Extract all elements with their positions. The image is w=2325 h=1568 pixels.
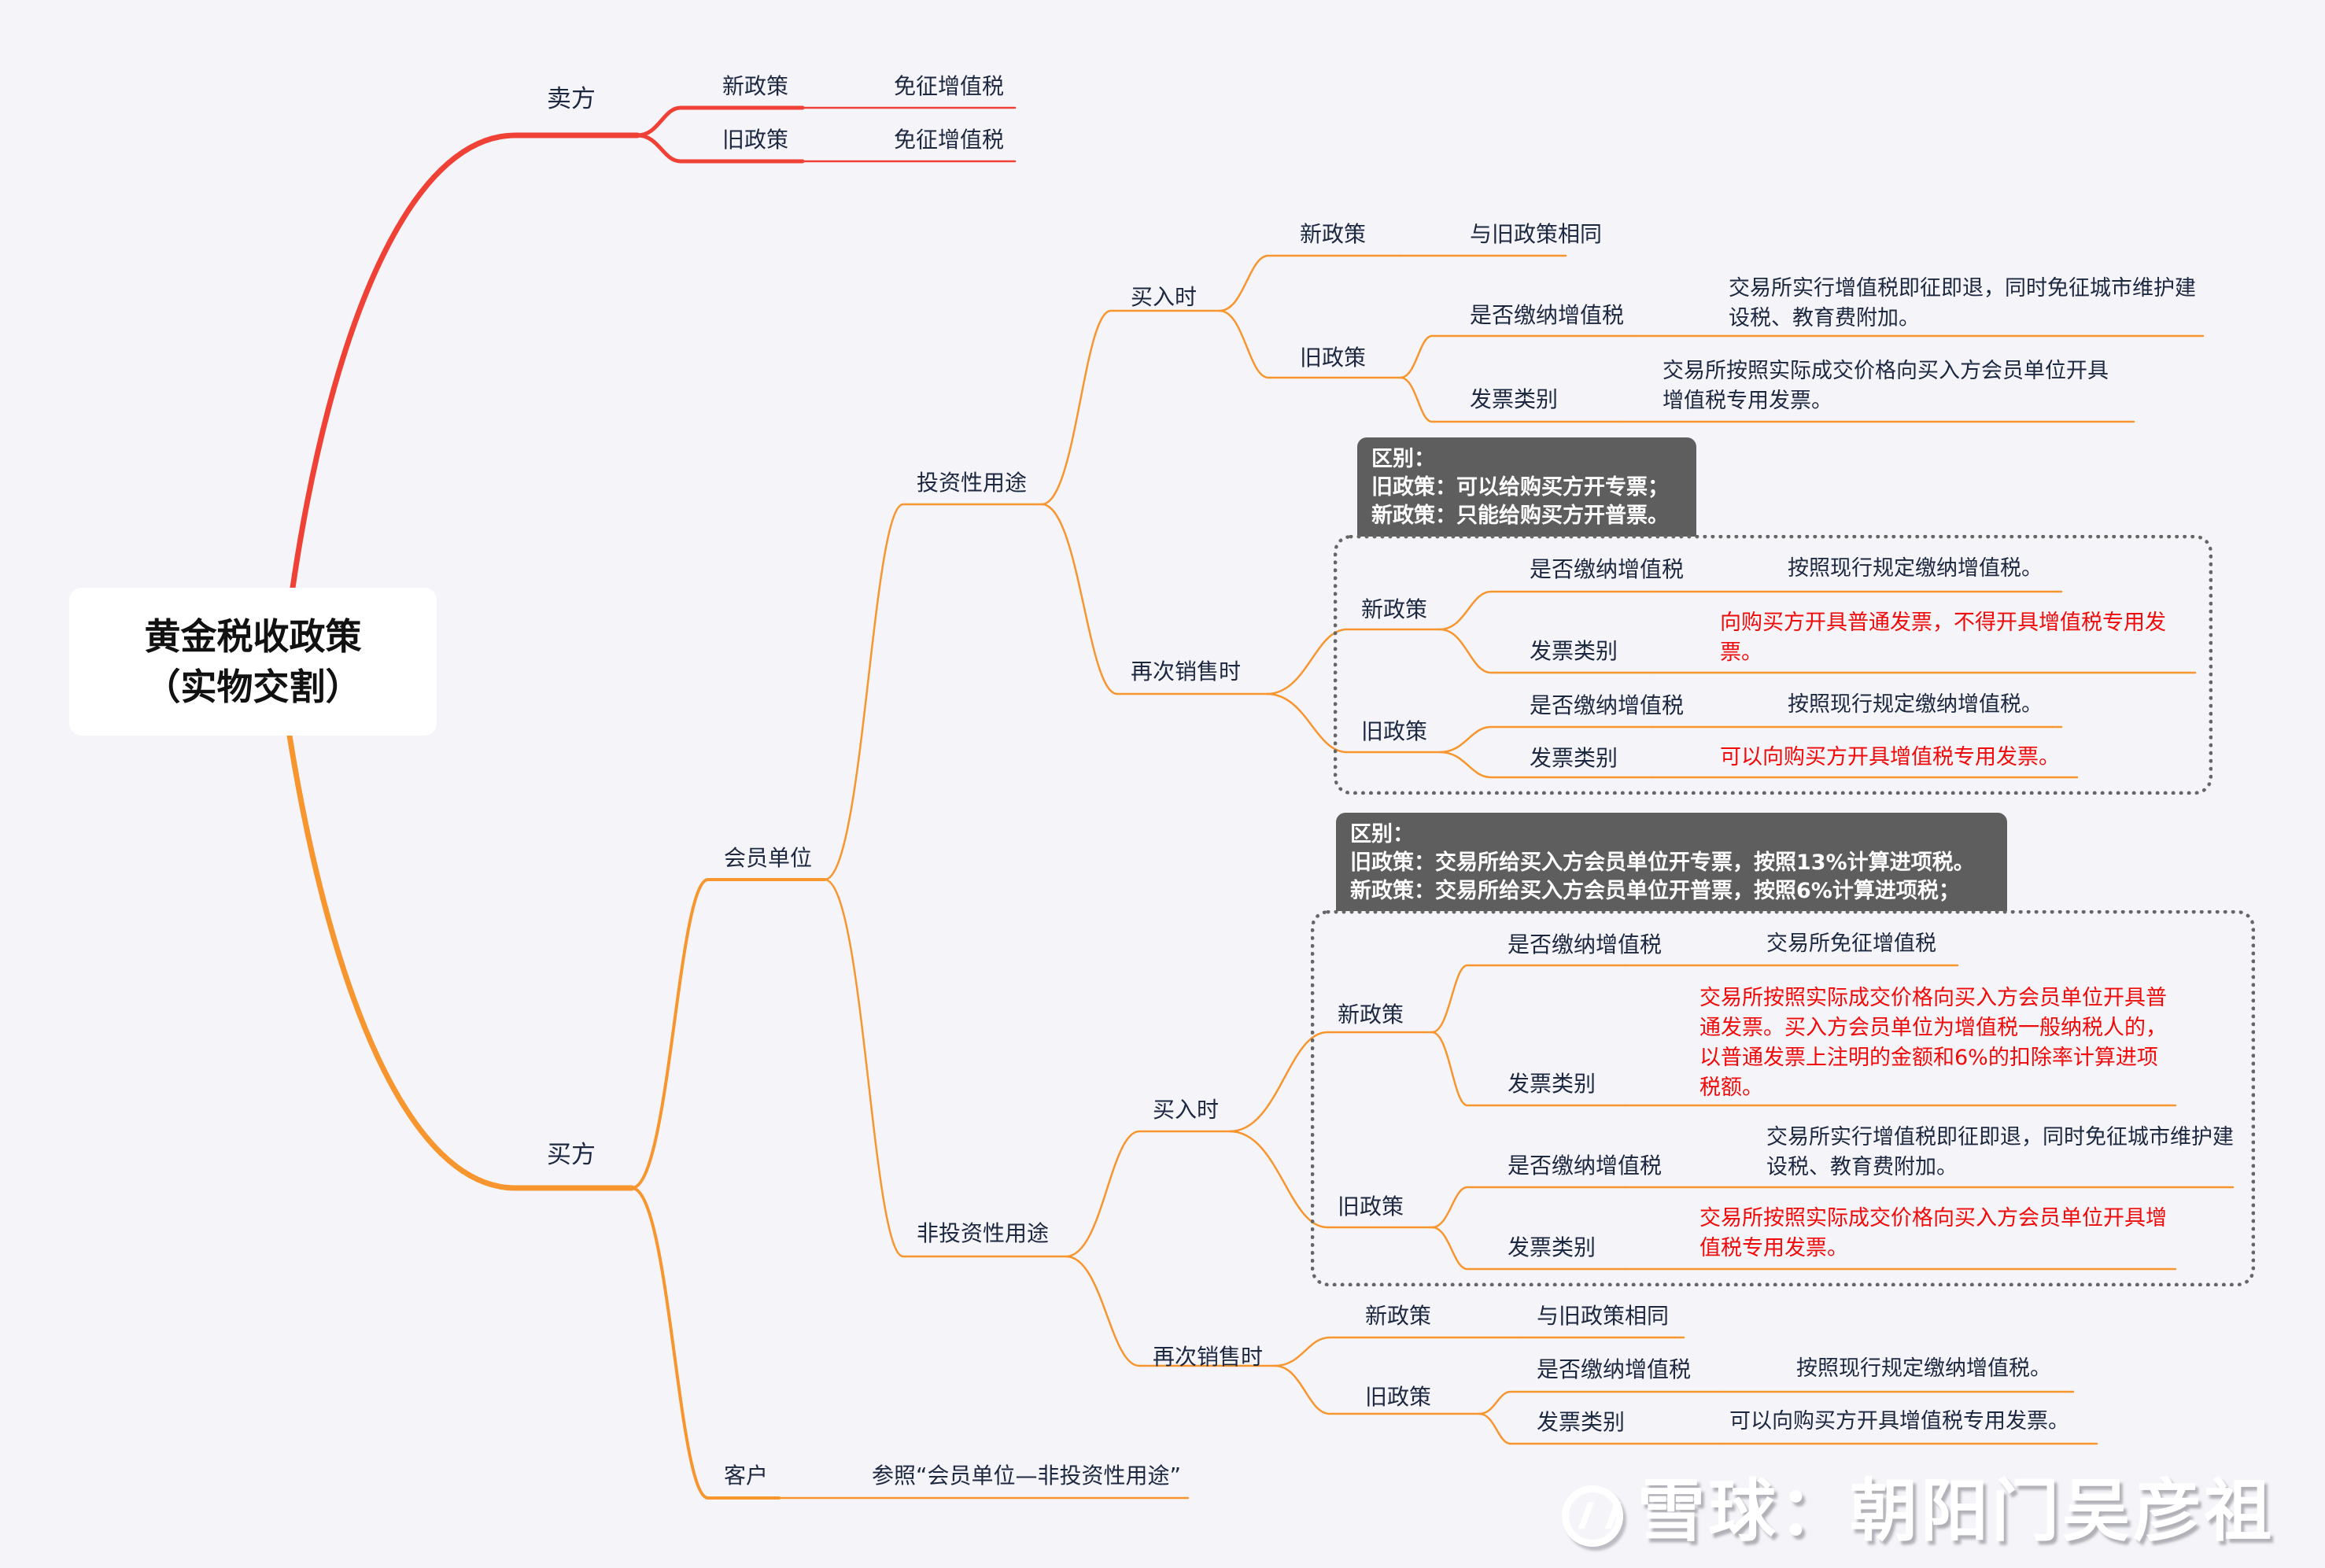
node-non-investment[interactable]: 非投资性用途 xyxy=(917,1220,1050,1246)
node-inv-resale-old-invoice[interactable]: 发票类别 xyxy=(1530,745,1618,771)
link-inv-resale-old-invoice xyxy=(1438,751,1654,779)
link-noninv-purchase xyxy=(1065,1130,1231,1258)
node-inv-resale-new-invoice-value[interactable]: 向购买方开具普通发票，不得开具增值税专用发票。 xyxy=(1720,611,2166,665)
link-noninv-purchase-old xyxy=(1228,1130,1434,1229)
node-noninv-resale-new-policy[interactable]: 新政策 xyxy=(1365,1303,1432,1329)
link-inv-resale-old-vat xyxy=(1438,725,1654,754)
link-inv-purchase-old-invoice xyxy=(1399,376,1622,423)
node-noninv-purchase[interactable]: 买入时 xyxy=(1153,1097,1220,1123)
link-noninv-resale-new xyxy=(1273,1336,1520,1367)
node-inv-purchase-new-policy[interactable]: 新政策 xyxy=(1300,221,1367,247)
link-noninv-purchase-new-vat xyxy=(1430,964,1626,1034)
root-title: 黄金税收政策 xyxy=(144,615,362,658)
node-noninv-resale-new-policy-value[interactable]: 与旧政策相同 xyxy=(1537,1303,1670,1329)
callout-old-policy: 旧政策：交易所给买入方会员单位开专票，按照13%计算进项税。 xyxy=(1350,850,1975,875)
link-noninv-resale xyxy=(1065,1255,1276,1367)
link-inv-purchase-old-vat xyxy=(1399,334,1634,379)
node-noninv-resale[interactable]: 再次销售时 xyxy=(1153,1344,1264,1370)
node-member[interactable]: 会员单位 xyxy=(724,845,813,871)
trunk-seller xyxy=(290,132,640,591)
node-inv-resale-new-policy[interactable]: 新政策 xyxy=(1361,596,1428,622)
link-seller-new xyxy=(635,105,805,138)
node-inv-purchase-old-invoice[interactable]: 发票类别 xyxy=(1470,386,1559,412)
callout-title: 区别： xyxy=(1350,822,1414,847)
link-noninv-purchase-new xyxy=(1228,1031,1434,1133)
boundary-inv-resale xyxy=(1334,535,2212,795)
node-inv-resale-old-vat-value[interactable]: 按照现行规定缴纳增值税。 xyxy=(1788,692,2043,717)
boundary-noninv-purchase xyxy=(1311,910,2255,1286)
node-inv-purchase[interactable]: 买入时 xyxy=(1131,284,1198,310)
node-noninv-purchase-old-policy[interactable]: 旧政策 xyxy=(1338,1194,1404,1219)
node-inv-purchase-old-policy[interactable]: 旧政策 xyxy=(1300,345,1367,371)
node-noninv-purchase-new-invoice-value[interactable]: 交易所按照实际成交价格向买入方会员单位开具普通发票。买入方会员单位为增值税一般纳… xyxy=(1699,986,2167,1100)
node-inv-purchase-old-vat[interactable]: 是否缴纳增值税 xyxy=(1470,302,1625,328)
node-investment[interactable]: 投资性用途 xyxy=(917,470,1028,496)
link-inv-resale-new-invoice xyxy=(1438,628,1654,674)
link-noninv-purchase-old-invoice xyxy=(1430,1226,1626,1271)
callout-inv-resale-difference: 区别： 旧政策：可以给购买方开专票； 新政策：只能给购买方开普票。 xyxy=(1357,437,1696,537)
link-non-investment xyxy=(823,878,1068,1258)
node-customer[interactable]: 客户 xyxy=(724,1463,769,1489)
node-inv-resale-new-invoice[interactable]: 发票类别 xyxy=(1530,638,1618,664)
link-inv-purchase-old xyxy=(1218,309,1402,379)
link-investment xyxy=(823,503,1043,881)
node-seller-new-policy-value[interactable]: 免征增值税 xyxy=(894,73,1005,99)
callout-noninv-purchase-difference: 区别： 旧政策：交易所给买入方会员单位开专票，按照13%计算进项税。 新政策：交… xyxy=(1336,813,2007,911)
link-inv-purchase-new xyxy=(1218,254,1402,312)
node-seller[interactable]: 卖方 xyxy=(547,85,596,113)
link-member xyxy=(630,878,826,1190)
node-noninv-purchase-new-vat-value[interactable]: 交易所免征增值税 xyxy=(1766,932,1936,956)
node-inv-resale-old-invoice-value[interactable]: 可以向购买方开具增值税专用发票。 xyxy=(1720,745,2060,769)
node-noninv-purchase-old-invoice[interactable]: 发票类别 xyxy=(1508,1234,1596,1260)
node-buyer[interactable]: 买方 xyxy=(547,1141,596,1169)
node-inv-purchase-new-policy-value[interactable]: 与旧政策相同 xyxy=(1470,221,1603,247)
node-noninv-resale-old-vat[interactable]: 是否缴纳增值税 xyxy=(1537,1356,1692,1382)
node-noninv-resale-old-policy[interactable]: 旧政策 xyxy=(1365,1384,1432,1410)
watermark: 雪球：朝阳门吴彦祖 xyxy=(1562,1455,2275,1554)
node-noninv-resale-old-invoice[interactable]: 发票类别 xyxy=(1537,1409,1626,1435)
link-inv-purchase xyxy=(1040,309,1221,506)
node-seller-old-policy[interactable]: 旧政策 xyxy=(722,127,789,153)
link-inv-resale-new xyxy=(1265,628,1441,695)
link-noninv-resale-old xyxy=(1273,1364,1481,1415)
node-noninv-resale-old-vat-value[interactable]: 按照现行规定缴纳增值税。 xyxy=(1796,1356,2051,1381)
node-inv-resale-new-vat[interactable]: 是否缴纳增值税 xyxy=(1530,556,1685,582)
node-noninv-purchase-old-vat[interactable]: 是否缴纳增值税 xyxy=(1508,1153,1663,1179)
node-customer-value[interactable]: 参照“会员单位—非投资性用途” xyxy=(872,1463,1182,1489)
node-inv-resale-old-policy[interactable]: 旧政策 xyxy=(1361,718,1428,744)
link-inv-resale xyxy=(1040,503,1268,695)
node-inv-resale[interactable]: 再次销售时 xyxy=(1131,659,1242,684)
trunk-buyer xyxy=(286,732,635,1191)
node-inv-resale-old-vat[interactable]: 是否缴纳增值税 xyxy=(1530,692,1685,718)
link-customer xyxy=(630,1186,781,1500)
link-noninv-resale-old-invoice xyxy=(1478,1412,1725,1445)
node-noninv-purchase-old-vat-value[interactable]: 交易所实行增值税即征即退，同时免征城市维护建设税、教育费附加。 xyxy=(1766,1125,2234,1179)
node-noninv-purchase-new-invoice[interactable]: 发票类别 xyxy=(1508,1071,1596,1097)
node-inv-purchase-old-vat-value[interactable]: 交易所实行增值税即征即退，同时免征城市维护建设税、教育费附加。 xyxy=(1729,276,2196,330)
link-noninv-purchase-old-vat xyxy=(1430,1186,1626,1229)
node-seller-new-policy[interactable]: 新政策 xyxy=(722,73,789,99)
node-inv-resale-new-vat-value[interactable]: 按照现行规定缴纳增值税。 xyxy=(1788,556,2043,581)
node-noninv-resale-old-invoice-value[interactable]: 可以向购买方开具增值税专用发票。 xyxy=(1729,1409,2069,1433)
callout-new-policy: 新政策：交易所给买入方会员单位开普票，按照6%计算进项税； xyxy=(1350,879,1960,903)
node-noninv-purchase-new-policy[interactable]: 新政策 xyxy=(1338,1002,1404,1028)
link-inv-resale-new-vat xyxy=(1438,590,1654,631)
callout-new-policy: 新政策：只能给购买方开普票。 xyxy=(1371,504,1669,528)
node-inv-purchase-old-invoice-value[interactable]: 交易所按照实际成交价格向买入方会员单位开具增值税专用发票。 xyxy=(1663,359,2109,413)
link-noninv-purchase-new-invoice xyxy=(1430,1031,1626,1107)
watermark-text: 雪球：朝阳门吴彦祖 xyxy=(1637,1472,2275,1551)
snowball-logo-icon xyxy=(1562,1485,1623,1547)
node-noninv-purchase-old-invoice-value[interactable]: 交易所按照实际成交价格向买入方会员单位开具增值税专用发票。 xyxy=(1699,1206,2167,1260)
link-seller-old xyxy=(635,133,805,164)
link-noninv-resale-old-vat xyxy=(1478,1390,1725,1415)
root-node[interactable]: 黄金税收政策 （实物交割） xyxy=(69,588,437,736)
node-seller-old-policy-value[interactable]: 免征增值税 xyxy=(894,127,1005,153)
node-noninv-purchase-new-vat[interactable]: 是否缴纳增值税 xyxy=(1508,932,1663,957)
callout-old-policy: 旧政策：可以给购买方开专票； xyxy=(1371,475,1669,500)
callout-title: 区别： xyxy=(1371,447,1435,471)
root-subtitle: （实物交割） xyxy=(144,666,362,708)
link-inv-resale-old xyxy=(1265,692,1441,754)
